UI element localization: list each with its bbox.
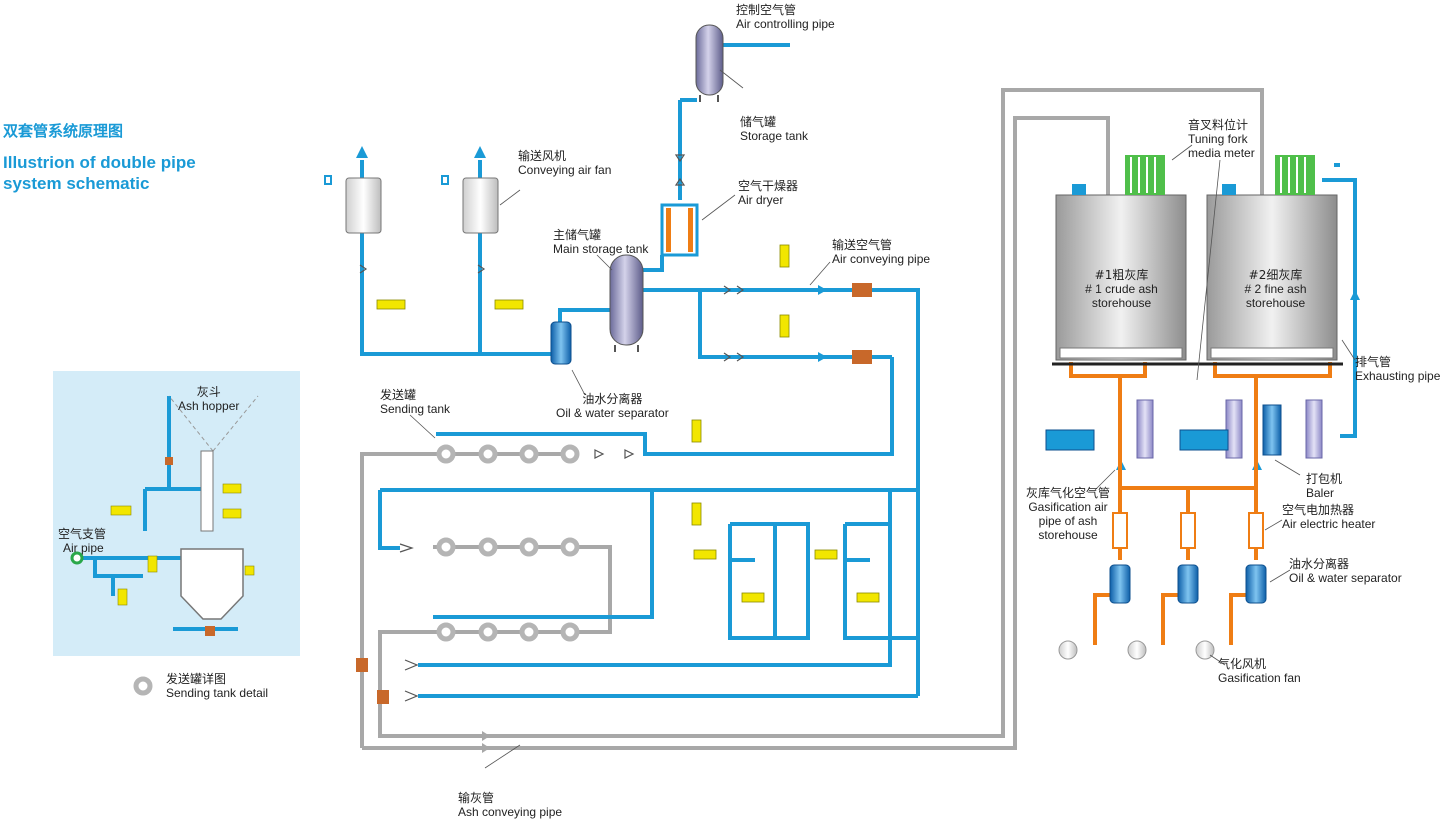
storage-tank [695, 24, 724, 102]
gasification-fans [1058, 640, 1215, 660]
silo-2 [1206, 155, 1338, 361]
conveying-air-fan-1 [324, 175, 382, 234]
orange-valves [356, 283, 872, 704]
diagram-title-en: Illustrion of double pipe system schemat… [3, 153, 196, 193]
discharge-units [1136, 399, 1323, 459]
air-electric-heaters [1112, 512, 1264, 549]
conveying-air-fan-2 [441, 175, 499, 234]
main-storage-tank [609, 254, 644, 352]
balers [1045, 404, 1282, 456]
air-dryer [660, 203, 699, 257]
gasification-separators [1109, 564, 1267, 604]
silo-1 [1055, 155, 1187, 361]
air-conveying-pipes [360, 43, 1357, 698]
sending-tank-detail-drawing [70, 395, 259, 636]
sending-tank-legend-icon [133, 676, 153, 696]
ash-conveying-pipes [360, 88, 1264, 750]
label-fine-ash-storehouse: #2细灰库# 2 fine ash storehouse [1244, 268, 1307, 310]
label-crude-ash-storehouse: #1粗灰库# 1 crude ash storehouse [1085, 268, 1158, 310]
diagram-title-cn: 双套管系统原理图 [3, 122, 124, 140]
sending-tank-detail-panel [53, 371, 300, 656]
check-valves [359, 154, 745, 702]
sending-tanks [436, 444, 580, 642]
air-flow-arrows [356, 146, 1360, 470]
ash-pipe-direction-arrows [482, 731, 490, 753]
yellow-valve-actuators [376, 244, 880, 603]
leader-lines [409, 69, 1356, 769]
oil-water-separator-main [550, 321, 572, 365]
